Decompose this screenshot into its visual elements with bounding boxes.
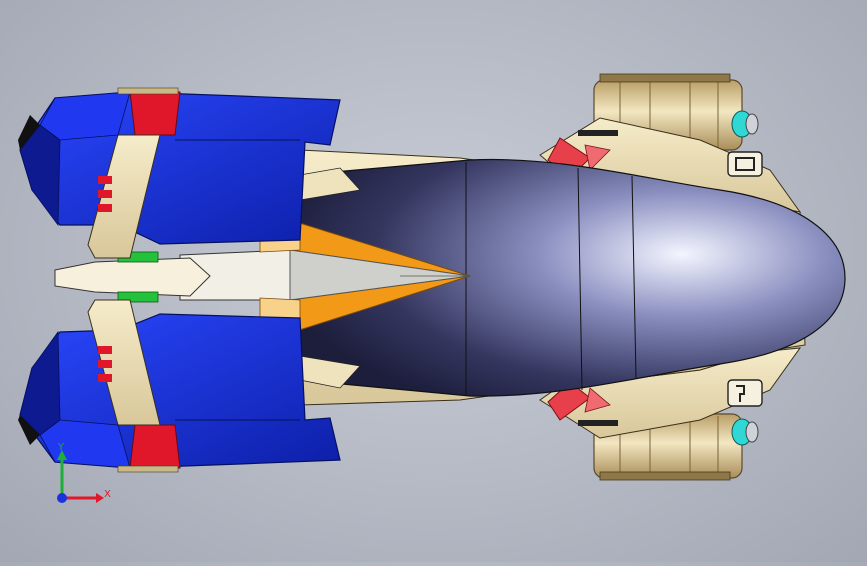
front-wing-bottom[interactable] xyxy=(19,299,341,473)
front-spine[interactable] xyxy=(54,251,211,303)
nose-tip-bottom xyxy=(18,415,40,445)
rear-side-pod-bottom[interactable] xyxy=(539,347,802,439)
front-wing-top[interactable] xyxy=(19,87,341,259)
cockpit-canopy[interactable] xyxy=(299,158,846,397)
nose-tip-top xyxy=(18,115,40,150)
